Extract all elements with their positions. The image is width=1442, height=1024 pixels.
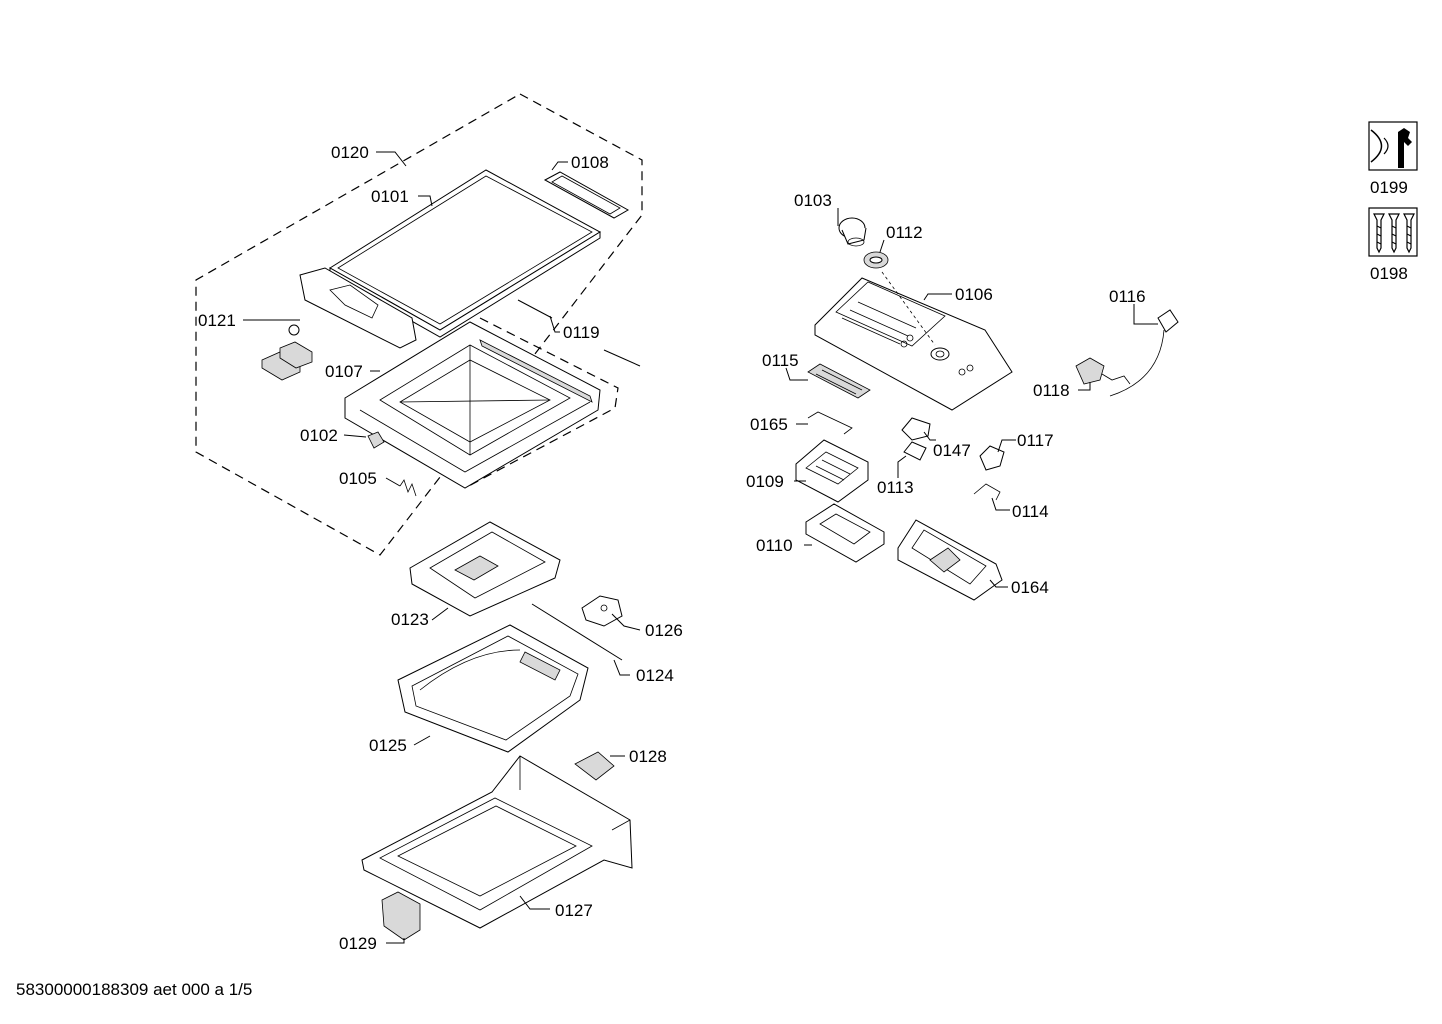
callout-0116: 0116 xyxy=(1109,287,1146,306)
callout-0110: 0110 xyxy=(756,536,793,555)
callout-0164: 0164 xyxy=(1011,578,1049,597)
callout-0114: 0114 xyxy=(1012,502,1049,521)
part-0108-strip[interactable] xyxy=(543,171,630,219)
callout-0109: 0109 xyxy=(746,472,784,491)
part-0106-control-panel[interactable] xyxy=(814,271,1013,411)
callout-0147: 0147 xyxy=(933,441,971,460)
callout-0115: 0115 xyxy=(762,351,799,370)
callout-0101: 0101 xyxy=(371,187,409,206)
callout-0127: 0127 xyxy=(555,901,593,920)
part-0165-clip[interactable] xyxy=(807,411,853,435)
part-0109-housing[interactable] xyxy=(795,439,869,503)
callout-0108: 0108 xyxy=(571,153,609,172)
tool-kit-label: 0199 xyxy=(1370,178,1408,197)
part-0164-module[interactable] xyxy=(897,519,1003,601)
part-0126-cover[interactable] xyxy=(581,595,623,627)
callout-0118: 0118 xyxy=(1033,381,1070,400)
callout-0105: 0105 xyxy=(339,469,377,488)
callout-0126: 0126 xyxy=(645,621,683,640)
lid-assembly-boundary xyxy=(195,93,643,556)
part-0107-frame[interactable] xyxy=(344,321,601,489)
callout-0129: 0129 xyxy=(339,934,377,953)
part-0127-base[interactable] xyxy=(361,755,633,929)
tool-kit-item[interactable]: 0199 xyxy=(1368,121,1418,197)
part-0118-filter[interactable] xyxy=(1075,357,1131,385)
callout-0106: 0106 xyxy=(955,285,993,304)
callout-0165: 0165 xyxy=(750,415,788,434)
part-0125-basin[interactable] xyxy=(397,624,589,753)
callout-0119: 0119 xyxy=(563,323,600,342)
part-0117-connector[interactable] xyxy=(979,445,1005,471)
part-0112-ring[interactable] xyxy=(863,251,889,269)
part-0102-latch[interactable] xyxy=(367,431,385,449)
part-0124-rod[interactable] xyxy=(531,603,623,661)
part-0114-clip[interactable] xyxy=(973,483,1001,501)
part-0119-rods[interactable] xyxy=(517,299,641,367)
callout-0121: 0121 xyxy=(198,311,236,330)
callout-0125: 0125 xyxy=(369,736,407,755)
screw-kit-label: 0198 xyxy=(1370,264,1408,283)
callout-0123: 0123 xyxy=(391,610,429,629)
part-0128-bracket[interactable] xyxy=(574,751,615,781)
part-0147-holder[interactable] xyxy=(901,417,931,441)
callout-0124: 0124 xyxy=(636,666,674,685)
callout-0112: 0112 xyxy=(886,223,923,242)
wrench-tool-icon xyxy=(1368,121,1418,171)
document-footer: 58300000188309 aet 000 a 1/5 xyxy=(16,980,253,999)
part-0129-module[interactable] xyxy=(381,891,421,941)
callout-0113: 0113 xyxy=(877,478,914,497)
callout-0120: 0120 xyxy=(331,143,369,162)
screws-icon xyxy=(1368,207,1418,257)
part-0116-power-cord[interactable] xyxy=(1109,309,1179,397)
callout-0117: 0117 xyxy=(1017,431,1054,450)
part-0105-spring[interactable] xyxy=(399,479,417,497)
part-0103-knob[interactable] xyxy=(838,217,867,247)
screw-kit-item[interactable]: 0198 xyxy=(1368,207,1418,283)
part-0113-switch[interactable] xyxy=(903,441,927,461)
callout-0102: 0102 xyxy=(300,426,338,445)
part-0123-tray[interactable] xyxy=(409,521,561,617)
lid-inner-boundary xyxy=(464,317,619,489)
callout-0107: 0107 xyxy=(325,362,363,381)
part-0110-pcb[interactable] xyxy=(805,503,885,563)
part-0115-light-guide[interactable] xyxy=(807,363,871,399)
callout-0128: 0128 xyxy=(629,747,667,766)
part-0121-handle[interactable] xyxy=(261,267,417,381)
callout-0103: 0103 xyxy=(794,191,832,210)
